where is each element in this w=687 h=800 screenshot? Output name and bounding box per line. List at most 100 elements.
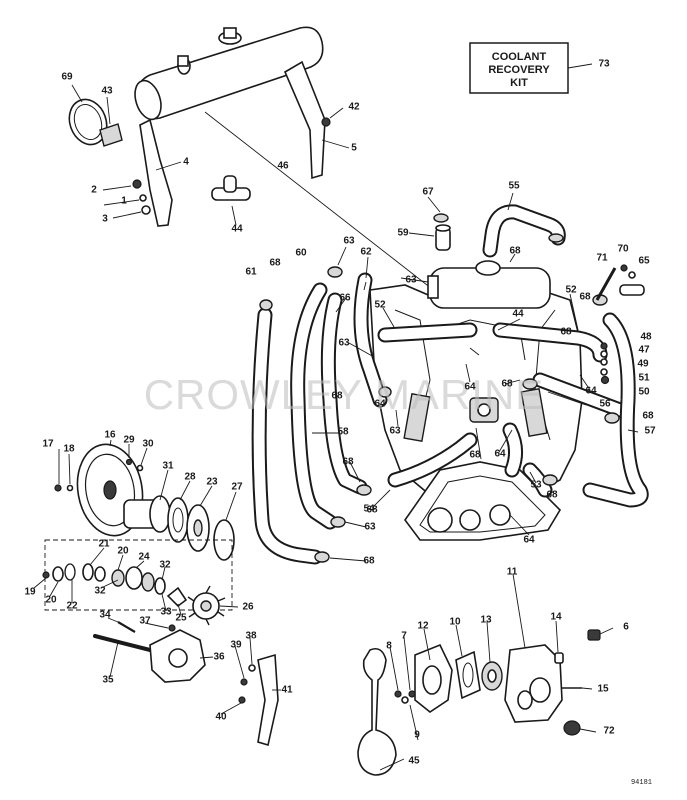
washer-1 [139, 194, 147, 202]
tank-bracket-left [139, 118, 173, 227]
callout-label: 24 [138, 552, 150, 563]
callout-label: 17 [42, 439, 54, 450]
callout-label: 45 [408, 756, 420, 767]
callout-label: 52 [374, 300, 386, 311]
callout-label: 13 [480, 615, 492, 626]
fitting-66 [619, 284, 645, 296]
callout-label: 43 [101, 86, 113, 97]
callout-label: 20 [117, 546, 129, 557]
callout-label: 15 [597, 684, 609, 695]
coolant-recovery-kit-box: COOLANT RECOVERY KIT [469, 42, 593, 94]
callout-label: 10 [449, 617, 461, 628]
callout-label: 63 [343, 236, 355, 247]
kit-box-line2: RECOVERY [488, 64, 550, 76]
callout-label: 23 [206, 477, 218, 488]
watermark: CROWLEY MARINE [144, 371, 545, 418]
callout-label: 68 [363, 556, 375, 567]
callout-label: 68 [269, 258, 281, 269]
callout-label: 63 [338, 338, 350, 349]
callout-label: 63 [405, 275, 417, 286]
callout-label: 31 [162, 461, 174, 472]
callout-label: 32 [94, 586, 106, 597]
callout-label: 33 [160, 607, 172, 618]
plug-6 [587, 629, 601, 641]
callout-label: 9 [414, 730, 420, 741]
callout-label: 64 [585, 386, 597, 397]
callout-label: 64 [374, 399, 386, 410]
callout-label: 73 [598, 59, 610, 70]
callout-label: 47 [638, 345, 650, 356]
callout-label: 30 [142, 439, 154, 450]
callout-label: 4 [183, 157, 189, 168]
callout-label: 49 [637, 359, 649, 370]
plug-72 [563, 720, 581, 736]
callout-label: 61 [245, 267, 257, 278]
callout-label: 68 [642, 411, 654, 422]
heat-exchanger-tank [134, 26, 324, 121]
callout-label: 59 [397, 228, 409, 239]
leader-lines [33, 84, 639, 771]
callout-label: 71 [596, 253, 608, 264]
tee-fitting-44 [211, 175, 251, 201]
callout-label: 35 [102, 675, 114, 686]
callout-labels: 1 2 3 4 5 6 7 8 9 10 11 12 13 14 15 16 1… [24, 59, 656, 767]
callout-label: 68 [560, 327, 572, 338]
callout-label: 64 [464, 382, 476, 393]
hose-clamps [259, 213, 620, 563]
callout-label: 26 [242, 602, 254, 613]
callout-label: 51 [638, 373, 650, 384]
callout-label: 44 [231, 224, 243, 235]
callout-label: 68 [331, 391, 343, 402]
callout-label: 68 [366, 505, 378, 516]
callout-label: 12 [417, 621, 429, 632]
callout-label: 36 [213, 652, 225, 663]
callout-label: 68 [501, 379, 513, 390]
callout-label: 68 [546, 490, 558, 501]
callout-label: 3 [102, 214, 108, 225]
callout-label: 54 [363, 504, 375, 515]
callout-label: 19 [24, 587, 36, 598]
bolt-42 [321, 117, 331, 127]
callout-label: 22 [66, 601, 78, 612]
callout-label: 63 [389, 426, 401, 437]
callout-label: 2 [91, 185, 97, 196]
callout-label: 58 [337, 427, 349, 438]
callout-label: 65 [638, 256, 650, 267]
washer-3 [141, 205, 151, 215]
hoses [251, 204, 649, 565]
callout-label: 68 [342, 457, 354, 468]
callout-label: 14 [550, 612, 562, 623]
callout-label: 28 [184, 472, 196, 483]
callout-label: 7 [401, 631, 407, 642]
callout-label: 66 [339, 293, 351, 304]
callout-label: 6 [623, 622, 629, 633]
callout-label: 53 [530, 480, 542, 491]
callout-label: 38 [245, 631, 257, 642]
callout-label: 44 [512, 309, 524, 320]
callout-label: 8 [386, 641, 392, 652]
callout-label: 52 [565, 285, 577, 296]
callout-label: 60 [295, 248, 307, 259]
diagram-code: 94181 [631, 779, 652, 787]
callout-label: 42 [348, 102, 360, 113]
callout-label: 37 [139, 616, 151, 627]
callout-label: 32 [159, 560, 171, 571]
callout-label: 40 [215, 712, 227, 723]
callout-label: 11 [507, 567, 518, 578]
tank-bracket-right [283, 60, 326, 180]
kit-box-line1: COOLANT [492, 51, 547, 63]
callout-label: 21 [98, 539, 110, 550]
callout-label: 64 [494, 449, 506, 460]
callout-label: 56 [599, 399, 611, 410]
recovery-reservoir [427, 260, 551, 309]
callout-label: 57 [644, 426, 656, 437]
thermostat-group [357, 629, 601, 776]
water-pump-assembly [42, 443, 279, 747]
callout-label: 1 [121, 196, 127, 207]
callout-label: 64 [523, 535, 535, 546]
callout-label: 72 [603, 726, 615, 737]
kit-box-line3: KIT [510, 77, 528, 89]
callout-label: 68 [469, 450, 481, 461]
callout-label: 48 [640, 332, 652, 343]
